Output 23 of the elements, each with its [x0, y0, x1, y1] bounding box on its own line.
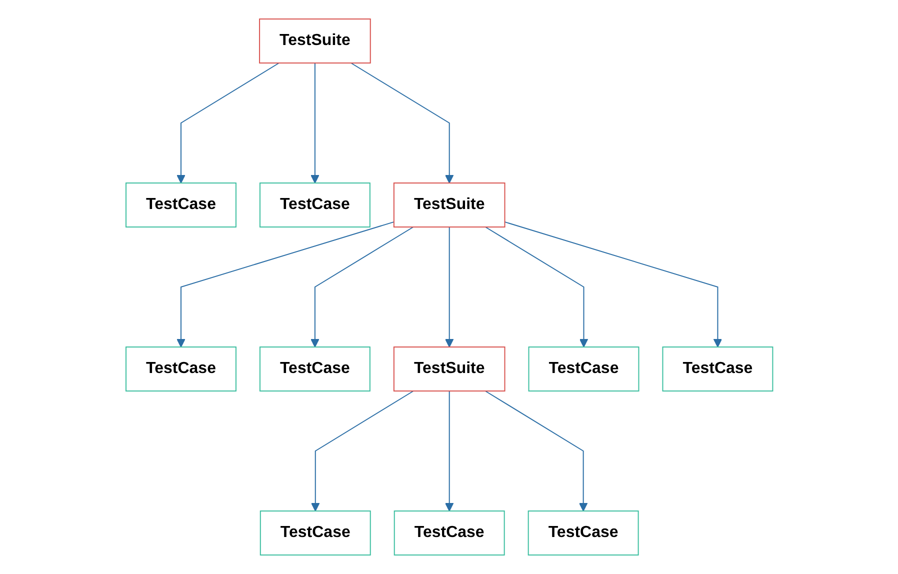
node-box: TestCase: [259, 346, 370, 392]
node-box: TestCase: [125, 346, 236, 392]
node-box: TestCase: [527, 510, 638, 556]
node-box: TestCase: [394, 510, 504, 556]
node-box: TestSuite: [393, 346, 505, 392]
node-box: TestSuite: [258, 18, 370, 64]
node-box: TestCase: [260, 510, 370, 556]
arrow: [444, 390, 454, 512]
arrow: [444, 226, 454, 348]
node-box: TestSuite: [393, 182, 505, 228]
arrow: [504, 221, 722, 348]
node-box: TestCase: [259, 182, 370, 228]
node-box: TestCase: [662, 346, 773, 392]
node-box: TestCase: [528, 346, 639, 392]
arrow: [310, 390, 414, 512]
arrow: [350, 62, 454, 184]
arrow: [176, 221, 394, 348]
arrow: [310, 62, 319, 184]
node-box: TestCase: [125, 182, 236, 228]
arrow: [484, 226, 588, 348]
arrow: [310, 226, 414, 348]
arrow: [176, 62, 280, 184]
arrow: [484, 390, 588, 512]
